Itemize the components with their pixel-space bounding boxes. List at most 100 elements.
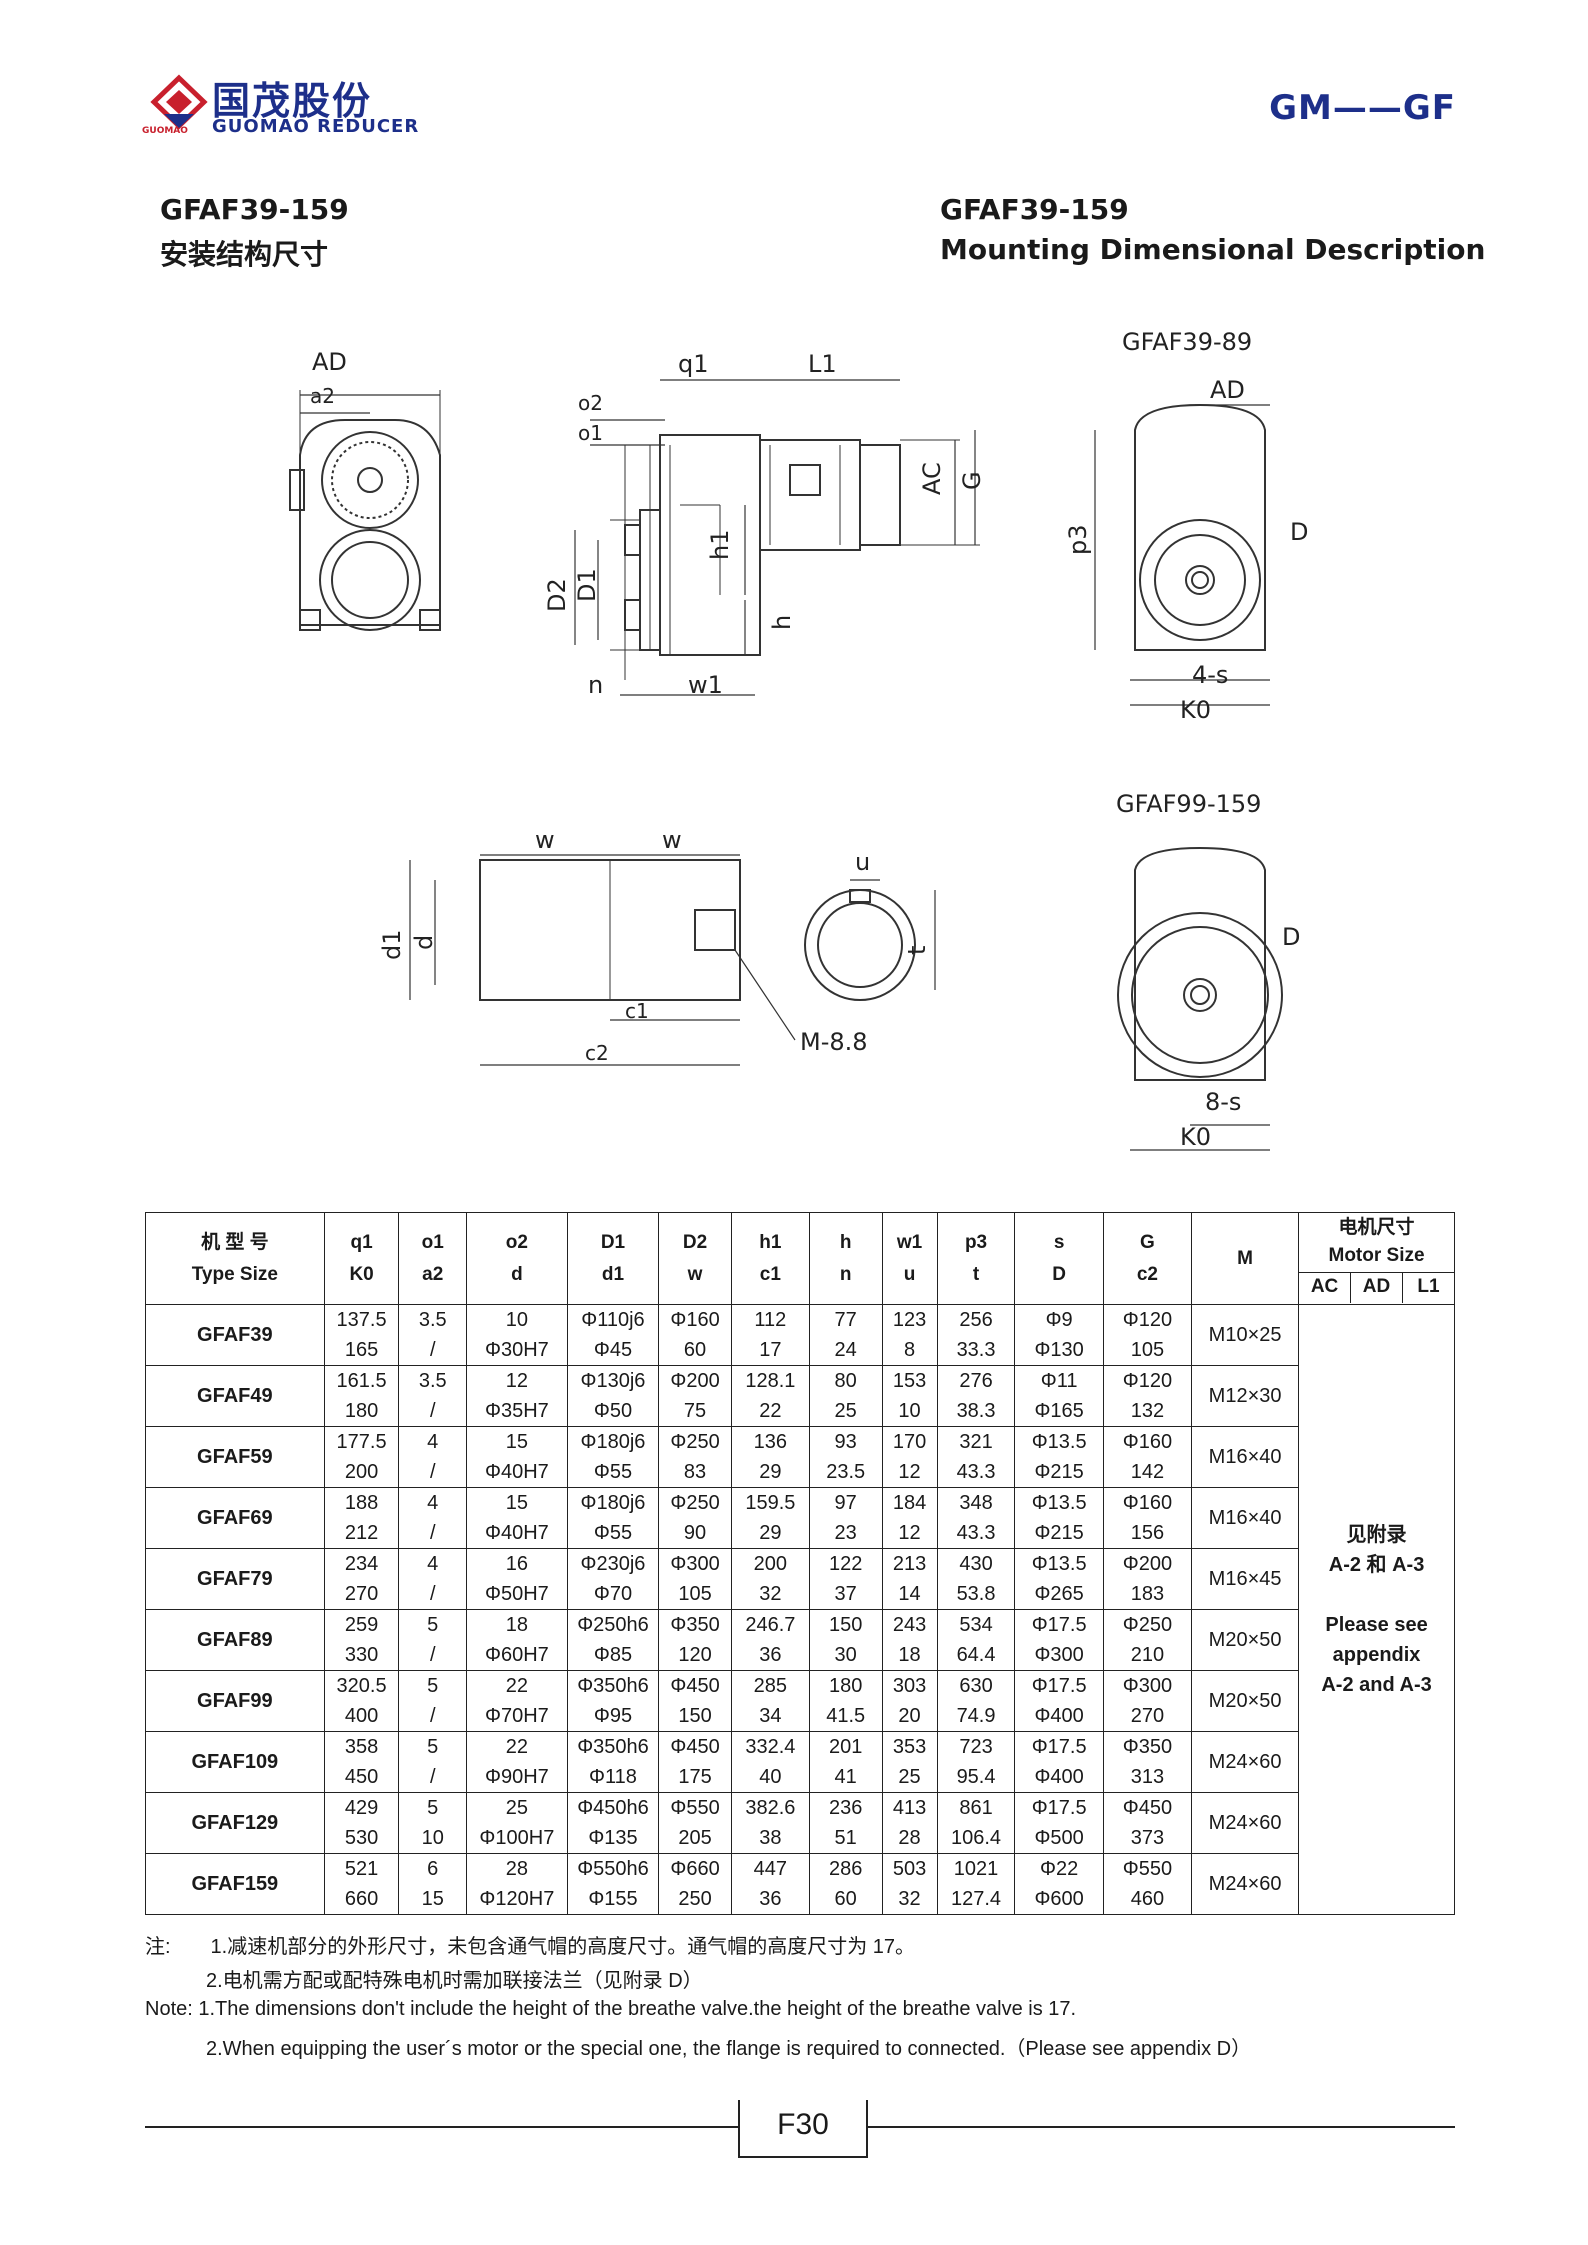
- value-line: 270: [1130, 1705, 1165, 1727]
- appendix-line: 见附录: [1346, 1523, 1407, 1546]
- note-en-1: Note: 1.The dimensions don't include the…: [145, 1998, 1077, 2020]
- view-title-small: GFAF39-89: [1122, 328, 1252, 356]
- value-line: 14: [898, 1583, 921, 1605]
- logo-small-text: GUOMAO: [142, 126, 188, 136]
- value-line: 60: [834, 1888, 857, 1910]
- value-line: Φ400: [1034, 1705, 1084, 1727]
- value-line: 80: [834, 1370, 857, 1392]
- value-line: 36: [759, 1888, 782, 1910]
- value-line: Φ100H7: [479, 1827, 555, 1849]
- value-line: Φ180j6: [580, 1492, 646, 1514]
- dim-a2: a2: [310, 384, 335, 408]
- header-line-1: D1: [600, 1231, 626, 1253]
- header-line-1: G: [1140, 1231, 1155, 1253]
- value-line: 10: [421, 1827, 444, 1849]
- flange-view-large: [1117, 846, 1283, 1151]
- header-line-1: M: [1237, 1247, 1253, 1269]
- title-description-en: Mounting Dimensional Description: [940, 233, 1486, 266]
- value-line: 723: [959, 1736, 993, 1758]
- value-line: 521: [344, 1858, 379, 1880]
- value-line: 201: [828, 1736, 863, 1758]
- type-size-cell: GFAF69: [145, 1487, 325, 1549]
- header-line-1: s: [1053, 1231, 1065, 1253]
- value-line: Φ250: [670, 1492, 720, 1514]
- value-line: 128.1: [745, 1370, 796, 1392]
- value-line: 200: [753, 1553, 788, 1575]
- value-line: Φ250: [670, 1431, 720, 1453]
- value-line: Φ450: [1122, 1797, 1173, 1819]
- value-line: 184: [892, 1492, 927, 1514]
- value-line: M24×60: [1208, 1873, 1282, 1895]
- value-line: 74.9: [956, 1705, 996, 1727]
- value-line: Φ350: [1122, 1736, 1173, 1758]
- value-line: 30: [834, 1644, 857, 1666]
- value-line: Φ230j6: [580, 1553, 646, 1575]
- header-line-1: w1: [896, 1231, 923, 1253]
- dim-d1-shaft: d1: [378, 929, 406, 960]
- motor-sub-header: AC: [1310, 1276, 1339, 1297]
- value-line: 180: [344, 1400, 379, 1422]
- value-line: Φ120: [1122, 1309, 1173, 1331]
- type-size-cell: GFAF99: [145, 1670, 325, 1732]
- value-line: 28: [505, 1858, 528, 1880]
- appendix-line: Please see: [1325, 1613, 1428, 1636]
- value-line: 450: [344, 1766, 379, 1788]
- value-line: 188: [344, 1492, 379, 1514]
- value-line: 246.7: [745, 1614, 796, 1636]
- value-line: 276: [959, 1370, 993, 1392]
- value-line: Φ13.5: [1031, 1553, 1087, 1575]
- value-line: M20×50: [1208, 1690, 1282, 1712]
- value-line: 256: [959, 1309, 993, 1331]
- value-line: 123: [892, 1309, 927, 1331]
- value-line: Φ17.5: [1031, 1675, 1087, 1697]
- value-line: Φ250h6: [577, 1614, 649, 1636]
- value-line: Φ70H7: [484, 1705, 549, 1727]
- type-size-cell: GFAF89: [145, 1609, 325, 1671]
- dim-p3: p3: [1064, 524, 1092, 555]
- value-cell: M20×50: [1191, 1670, 1300, 1732]
- value-line: Φ350h6: [577, 1675, 649, 1697]
- value-line: 183: [1130, 1583, 1165, 1605]
- value-line: 150: [678, 1705, 712, 1727]
- value-line: M16×40: [1208, 1446, 1282, 1468]
- type-size-cell: GFAF79: [145, 1548, 325, 1610]
- value-line: 12: [898, 1522, 921, 1544]
- value-line: 321: [959, 1431, 993, 1453]
- value-line: 20: [898, 1705, 921, 1727]
- value-line: 90: [683, 1522, 707, 1544]
- value-line: Φ215: [1034, 1461, 1084, 1483]
- value-line: Φ450h6: [577, 1797, 649, 1819]
- value-line: Φ13.5: [1031, 1431, 1087, 1453]
- value-line: Φ95: [593, 1705, 633, 1727]
- value-line: 150: [828, 1614, 863, 1636]
- value-line: 205: [678, 1827, 712, 1849]
- value-line: 159.5: [745, 1492, 796, 1514]
- dim-c1: c1: [625, 999, 649, 1023]
- view-title-large: GFAF99-159: [1116, 790, 1261, 818]
- value-line: /: [429, 1522, 436, 1544]
- dim-w-left: w: [535, 826, 555, 854]
- value-line: 41: [834, 1766, 857, 1788]
